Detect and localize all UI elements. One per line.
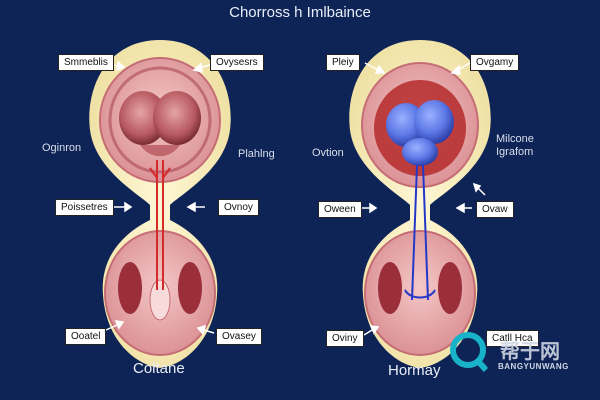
right-label-mid-left: Ovtion xyxy=(312,147,344,159)
watermark-latin: BANGYUNWANG xyxy=(498,362,569,371)
right-caption: Hormay xyxy=(388,362,441,379)
right-figure xyxy=(349,40,491,368)
left-label-bottom-left: Ooatel xyxy=(65,328,107,345)
left-vessel xyxy=(149,160,171,290)
left-organ-lobe-1 xyxy=(119,91,167,145)
watermark-cjk: 帮于网 xyxy=(500,341,560,363)
right-label-bottom-right: Catll Hca xyxy=(486,330,539,347)
pointer-arrows xyxy=(101,60,486,336)
left-figure xyxy=(89,40,231,368)
left-organ-lobe-2 xyxy=(153,91,201,145)
right-lower-tissue xyxy=(364,230,476,356)
left-label-mid-left: Oginron xyxy=(42,142,82,154)
right-label-lower-right: Ovaw xyxy=(476,201,514,218)
left-label-mid-right: Plahlng xyxy=(238,148,275,160)
left-label-top-right: Ovysesrs xyxy=(210,54,264,71)
left-label-lower-left: Poissetres xyxy=(55,199,114,216)
right-label-top-right: Ovgamy xyxy=(470,54,520,71)
right-label-mid-right: Milcone Igrafom xyxy=(496,133,534,158)
right-label-top-left: Pleiy xyxy=(326,54,360,71)
right-label-lower-left: Oween xyxy=(318,201,362,218)
page-title: Chorross h Imlbaince xyxy=(229,4,371,21)
left-label-bottom-right: Ovasey xyxy=(216,328,262,345)
right-organ-lobe-2 xyxy=(414,100,454,144)
left-caption: Coltane xyxy=(133,360,185,377)
right-vessel xyxy=(404,164,436,301)
right-label-bottom-left: Oviny xyxy=(326,330,364,347)
left-label-lower-right: Ovnoy xyxy=(218,199,259,216)
left-label-top-left: Smmeblis xyxy=(58,54,114,71)
